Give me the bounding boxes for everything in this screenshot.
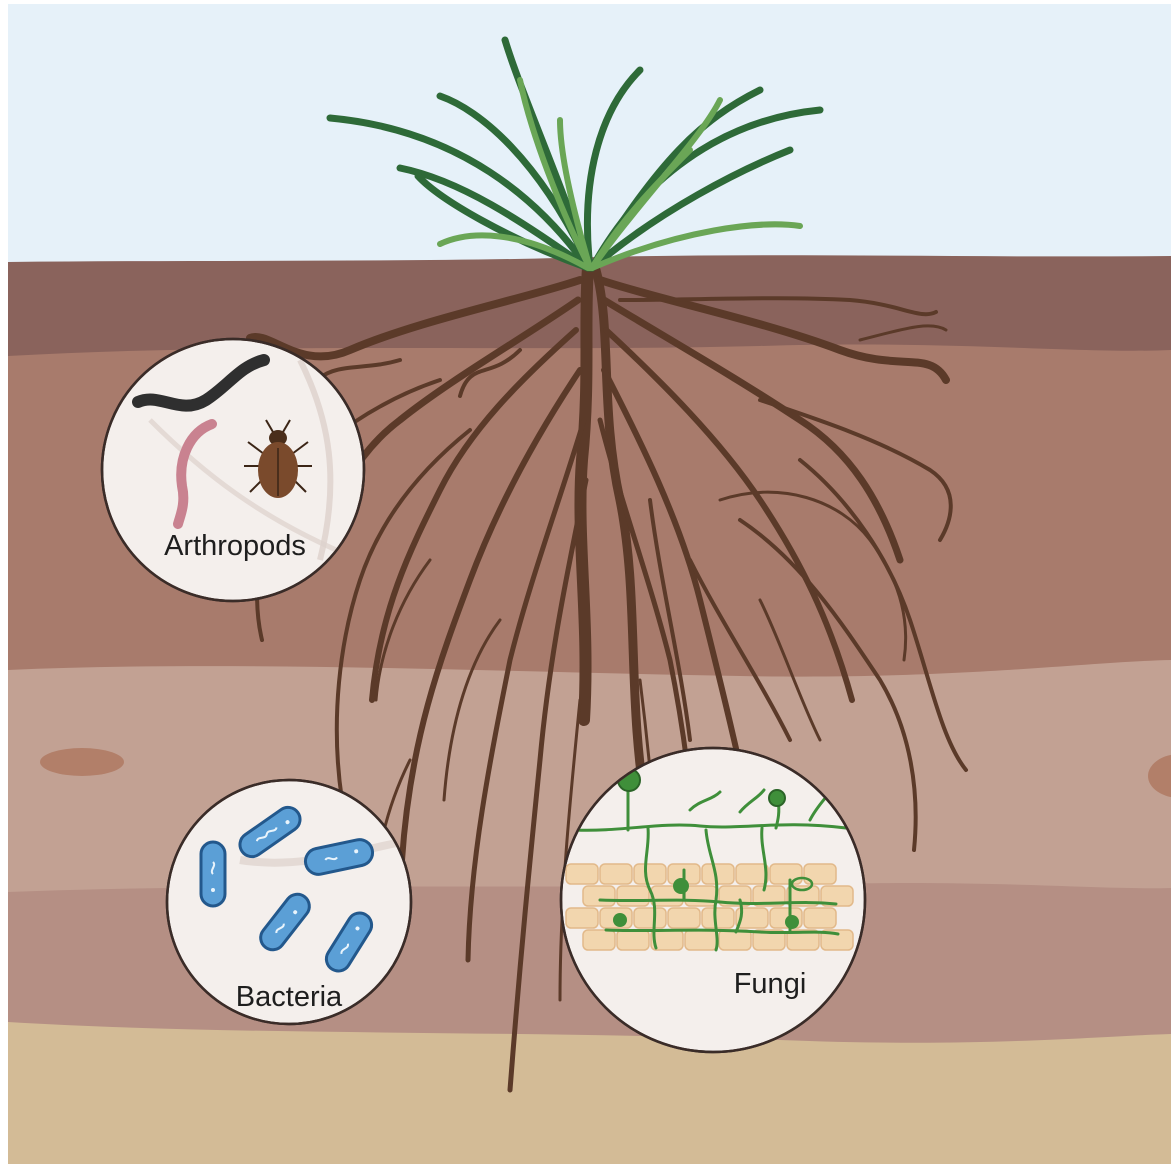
root-cell — [600, 864, 632, 884]
soil-pebble — [40, 748, 124, 776]
root-cell — [668, 908, 700, 928]
root-cell — [736, 864, 768, 884]
root-cell — [617, 886, 649, 906]
root-cell — [583, 886, 615, 906]
root-cell — [770, 864, 802, 884]
soil-bottom-layer — [8, 1022, 1171, 1164]
fungi-label: Fungi — [734, 968, 807, 1000]
root-cell — [702, 908, 734, 928]
root-cell — [583, 930, 615, 950]
bacteria-callout: Bacteria — [167, 780, 411, 1024]
root-cell — [685, 886, 717, 906]
root-cell — [617, 930, 649, 950]
root-cell — [804, 908, 836, 928]
bacteria-label: Bacteria — [236, 981, 343, 1013]
root-cell — [566, 864, 598, 884]
root-cell — [634, 864, 666, 884]
arthropods-callout: Arthropods — [102, 339, 364, 601]
root-cell — [685, 930, 717, 950]
bacterium-icon — [201, 842, 225, 906]
root-cell — [566, 908, 598, 928]
root-cell — [702, 864, 734, 884]
root-cell — [634, 908, 666, 928]
fungi-callout: Fungi — [561, 748, 865, 1052]
arthropods-label: Arthropods — [164, 530, 306, 562]
